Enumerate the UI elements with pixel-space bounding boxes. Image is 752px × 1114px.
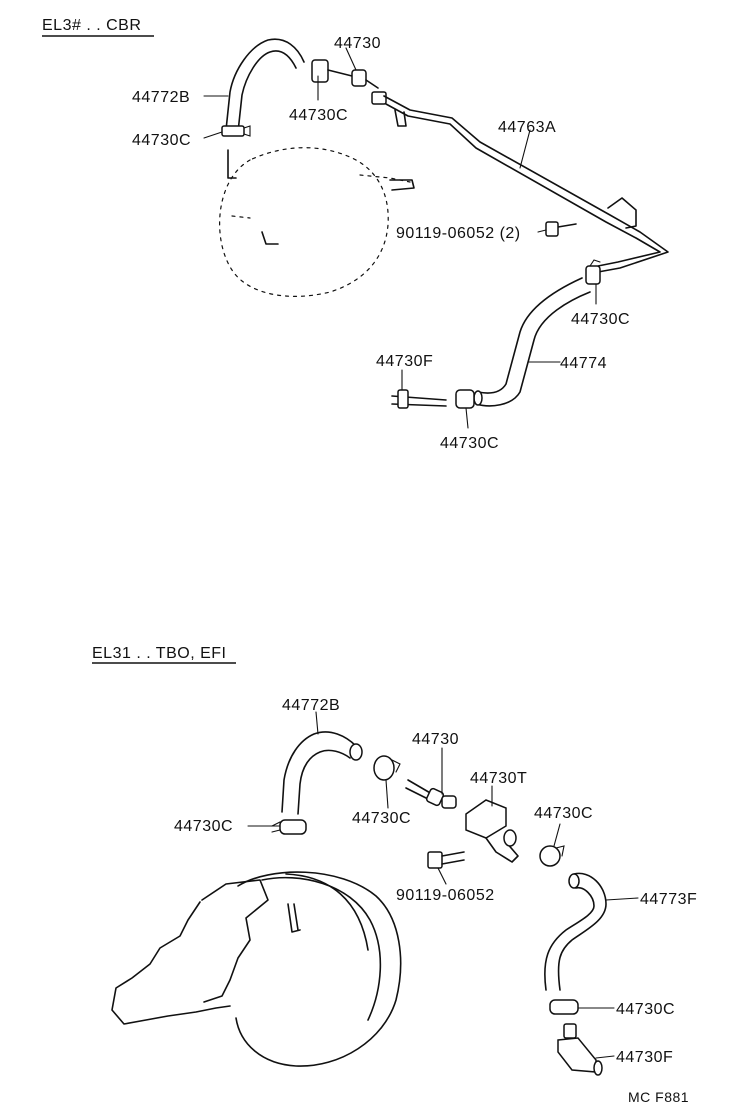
hose-44774 [473,277,591,407]
bottom-section: EL31 . . TBO, EFI [92,645,697,1105]
leaders-bottom [247,711,639,1059]
label-44730c-bottom-d: 44730C [616,1001,675,1018]
bracket-44730t [465,799,519,863]
pipe-44763a [383,95,669,273]
footer-code: MC F881 [628,1089,689,1105]
label-44730f-top: 44730F [376,353,433,370]
brake-booster-bottom [111,871,402,1067]
label-44772b-bottom: 44772B [282,697,340,714]
clamp-44730c-top-c [585,259,601,285]
check-valve-44730-top [311,59,387,105]
label-44730-top: 44730 [334,35,381,52]
hose-44773f [544,872,607,991]
label-44730c-bottom-a: 44730C [174,818,233,835]
label-90119-top: 90119-06052 (2) [396,225,521,242]
section-title-top: EL3# . . CBR [42,17,141,34]
clamp-44730c-bottom-b [373,755,401,781]
label-44730c-bottom-b: 44730C [352,810,411,827]
label-44730c-bottom-c: 44730C [534,805,593,822]
clamp-44730c-bottom-d [549,999,579,1015]
label-90119-bottom: 90119-06052 [396,887,495,904]
label-44774: 44774 [560,355,607,372]
label-44730c-top-a: 44730C [289,107,348,124]
label-44773f: 44773F [640,891,697,908]
label-44772b-top: 44772B [132,89,190,106]
bolt-90119-bottom [427,851,465,869]
label-44730c-top-d: 44730C [440,435,499,452]
label-44730c-top-c: 44730C [571,311,630,328]
clamp-44730c-top-d [455,389,475,409]
top-section: EL3# . . CBR [42,17,669,452]
hose-44772b-bottom [281,731,363,815]
brake-booster-top [219,147,415,297]
hose-44772b-top [225,38,305,133]
label-44730c-top-b: 44730C [132,132,191,149]
label-44730t: 44730T [470,770,527,787]
check-valve-44730-bottom [405,779,457,809]
clamp-44730c-bottom-c [539,845,565,867]
fitting-44730f-bottom [557,1023,603,1076]
section-title-bottom: EL31 . . TBO, EFI [92,645,226,662]
leaders-top [203,47,597,429]
bolt-90119-top [545,221,577,237]
label-44763a: 44763A [498,119,556,136]
label-44730f-bottom: 44730F [616,1049,673,1066]
fitting-44730f-top [391,389,447,409]
label-44730-bottom: 44730 [412,731,459,748]
clamp-44730c-top-a [221,125,251,137]
clamp-44730c-bottom-a [271,819,307,835]
